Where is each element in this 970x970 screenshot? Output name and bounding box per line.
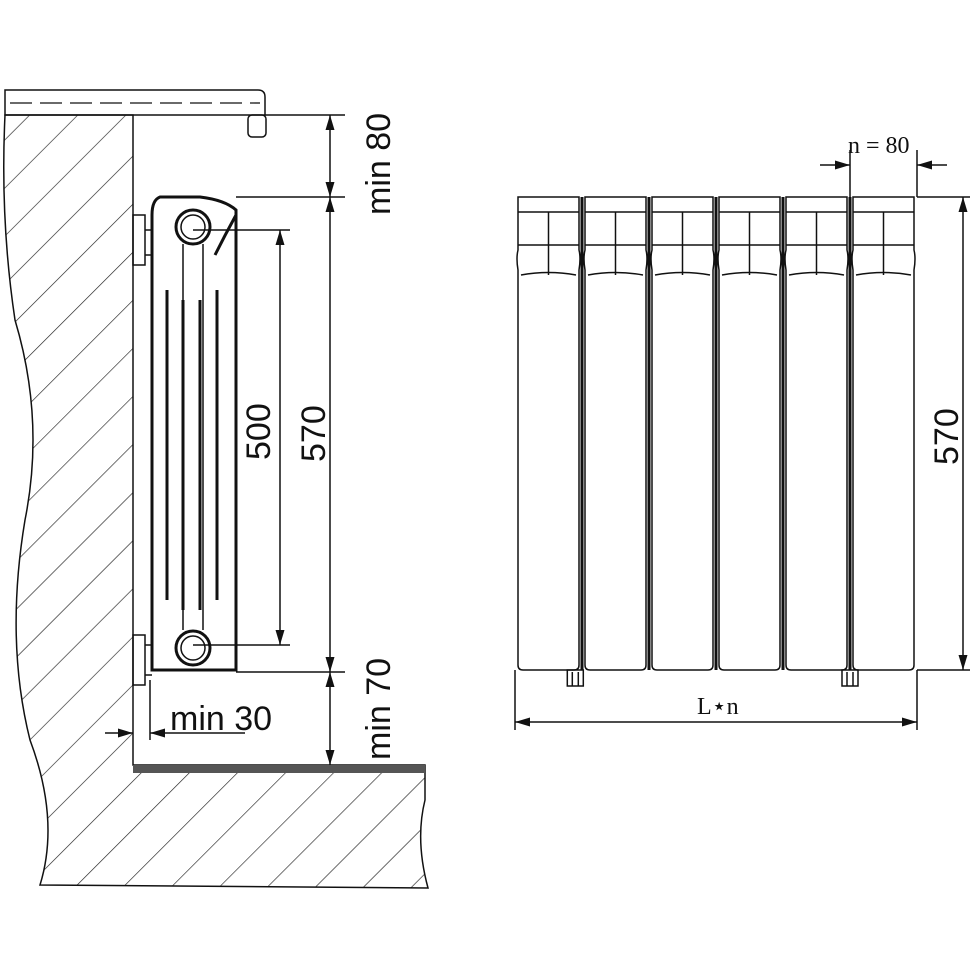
side-dimensions: min 80 500 570 min 70 min 30 xyxy=(105,113,398,765)
wall-section xyxy=(3,114,429,889)
section-shoulder xyxy=(520,271,577,276)
radiator-section xyxy=(583,196,648,671)
top-clearance-label: min 80 xyxy=(360,113,398,215)
section-shoulder xyxy=(855,271,912,276)
section-shoulder xyxy=(587,271,644,276)
wall-gap-label: min 30 xyxy=(170,700,272,738)
total-length-label: L⋆n xyxy=(697,694,739,720)
section-width-label: n = 80 xyxy=(848,133,910,159)
bottom-clearance-label: min 70 xyxy=(360,658,398,760)
radiator-section xyxy=(650,196,715,671)
axis-distance-label: 500 xyxy=(240,403,278,460)
side-height-label: 570 xyxy=(295,405,333,462)
front-dimensions: n = 80 570 L⋆n xyxy=(514,133,970,730)
wall-bracket xyxy=(841,669,859,687)
radiator-side-view xyxy=(132,195,238,686)
section-shoulder xyxy=(654,271,711,276)
windowsill xyxy=(4,89,267,138)
radiator-section xyxy=(717,196,782,671)
floor-covering xyxy=(133,765,425,773)
section-shoulder xyxy=(721,271,778,276)
front-height-label: 570 xyxy=(928,408,966,465)
radiator-section xyxy=(851,196,916,671)
wall-bracket xyxy=(566,669,585,687)
section-shoulder xyxy=(788,271,845,276)
radiator-front-view xyxy=(516,196,916,687)
